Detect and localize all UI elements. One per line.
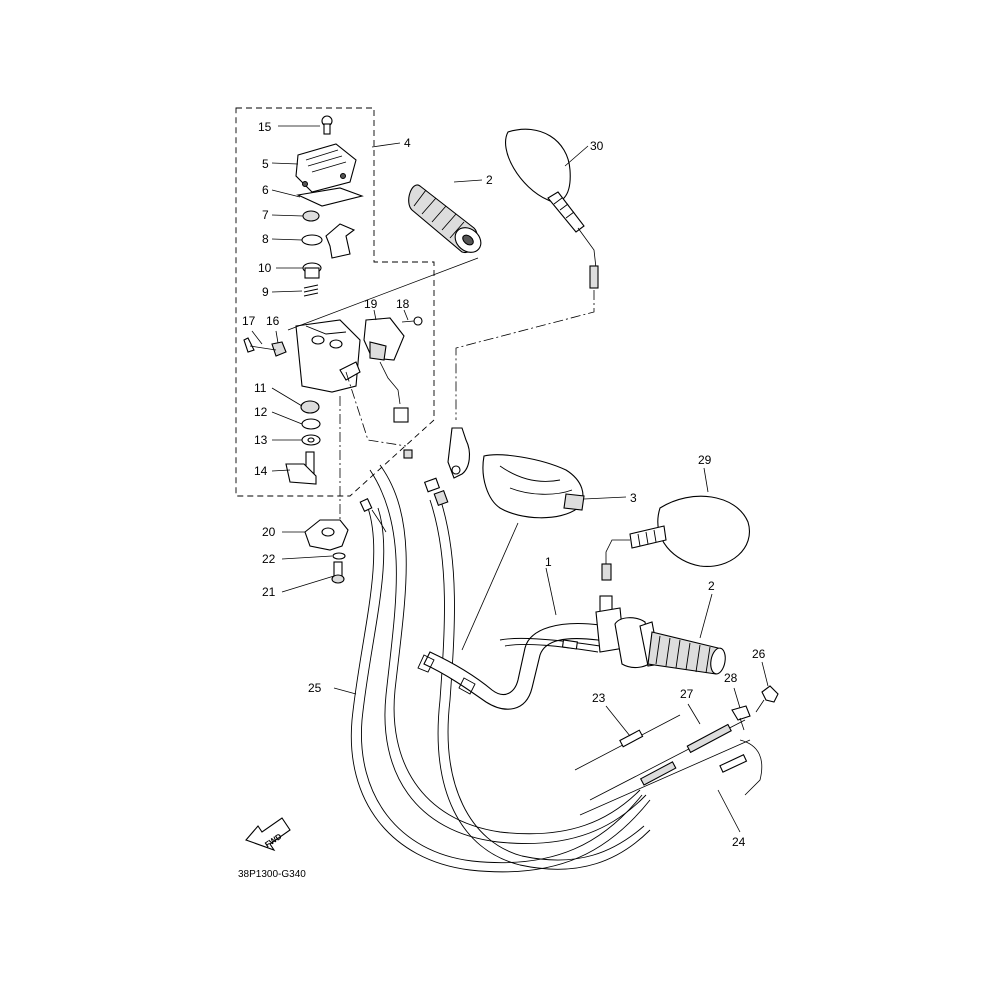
callout-18: 18 xyxy=(396,297,410,311)
callout-9: 9 xyxy=(262,285,269,299)
callout-6: 6 xyxy=(262,183,269,197)
callout-5: 5 xyxy=(262,157,269,171)
callout-23: 23 xyxy=(592,691,606,705)
callout-21: 21 xyxy=(262,585,276,599)
right-switch-housing xyxy=(595,595,661,669)
callout-26: 26 xyxy=(752,647,766,661)
left-switch-assembly xyxy=(243,115,423,485)
callout-27: 27 xyxy=(680,687,694,701)
callout-28: 28 xyxy=(724,671,738,685)
handlebar xyxy=(417,623,613,710)
callout-8: 8 xyxy=(262,232,269,246)
callout-11: 11 xyxy=(254,381,267,395)
leader-lines xyxy=(251,125,769,833)
forward-arrow: FWD xyxy=(245,817,291,852)
callout-7: 7 xyxy=(262,208,269,222)
right-small-parts xyxy=(731,685,779,731)
reference-lines xyxy=(287,257,479,520)
callout-4: 4 xyxy=(404,136,411,150)
drawing-code: 38P1300-G340 xyxy=(238,869,306,880)
callout-2-left: 2 xyxy=(486,173,493,187)
assembly-boundary xyxy=(235,107,435,497)
callout-2-right: 2 xyxy=(708,579,715,593)
callout-10: 10 xyxy=(258,261,272,275)
callout-17: 17 xyxy=(242,314,256,328)
callout-19: 19 xyxy=(364,297,378,311)
mirror-right xyxy=(601,495,750,581)
callout-13: 13 xyxy=(254,433,268,447)
mirror-bracket xyxy=(447,427,471,479)
callout-16: 16 xyxy=(266,314,280,328)
callout-29: 29 xyxy=(698,453,712,467)
callout-22: 22 xyxy=(262,552,276,566)
callout-14: 14 xyxy=(254,464,268,478)
callout-15: 15 xyxy=(258,120,272,134)
handlebar-cover xyxy=(482,454,585,519)
callout-20: 20 xyxy=(262,525,276,539)
callout-3: 3 xyxy=(630,491,637,505)
callout-12: 12 xyxy=(254,405,268,419)
lower-clamp-parts xyxy=(304,449,449,584)
callout-labels: 15 5 6 7 8 10 9 4 2 30 17 16 19 18 11 12… xyxy=(242,120,766,849)
callout-24: 24 xyxy=(732,835,746,849)
callout-1: 1 xyxy=(545,555,552,569)
right-grip xyxy=(647,631,726,675)
callout-30: 30 xyxy=(590,139,604,153)
callout-25: 25 xyxy=(308,681,322,695)
mirror-left xyxy=(455,128,599,420)
cables xyxy=(350,464,763,873)
left-grip xyxy=(408,184,482,253)
